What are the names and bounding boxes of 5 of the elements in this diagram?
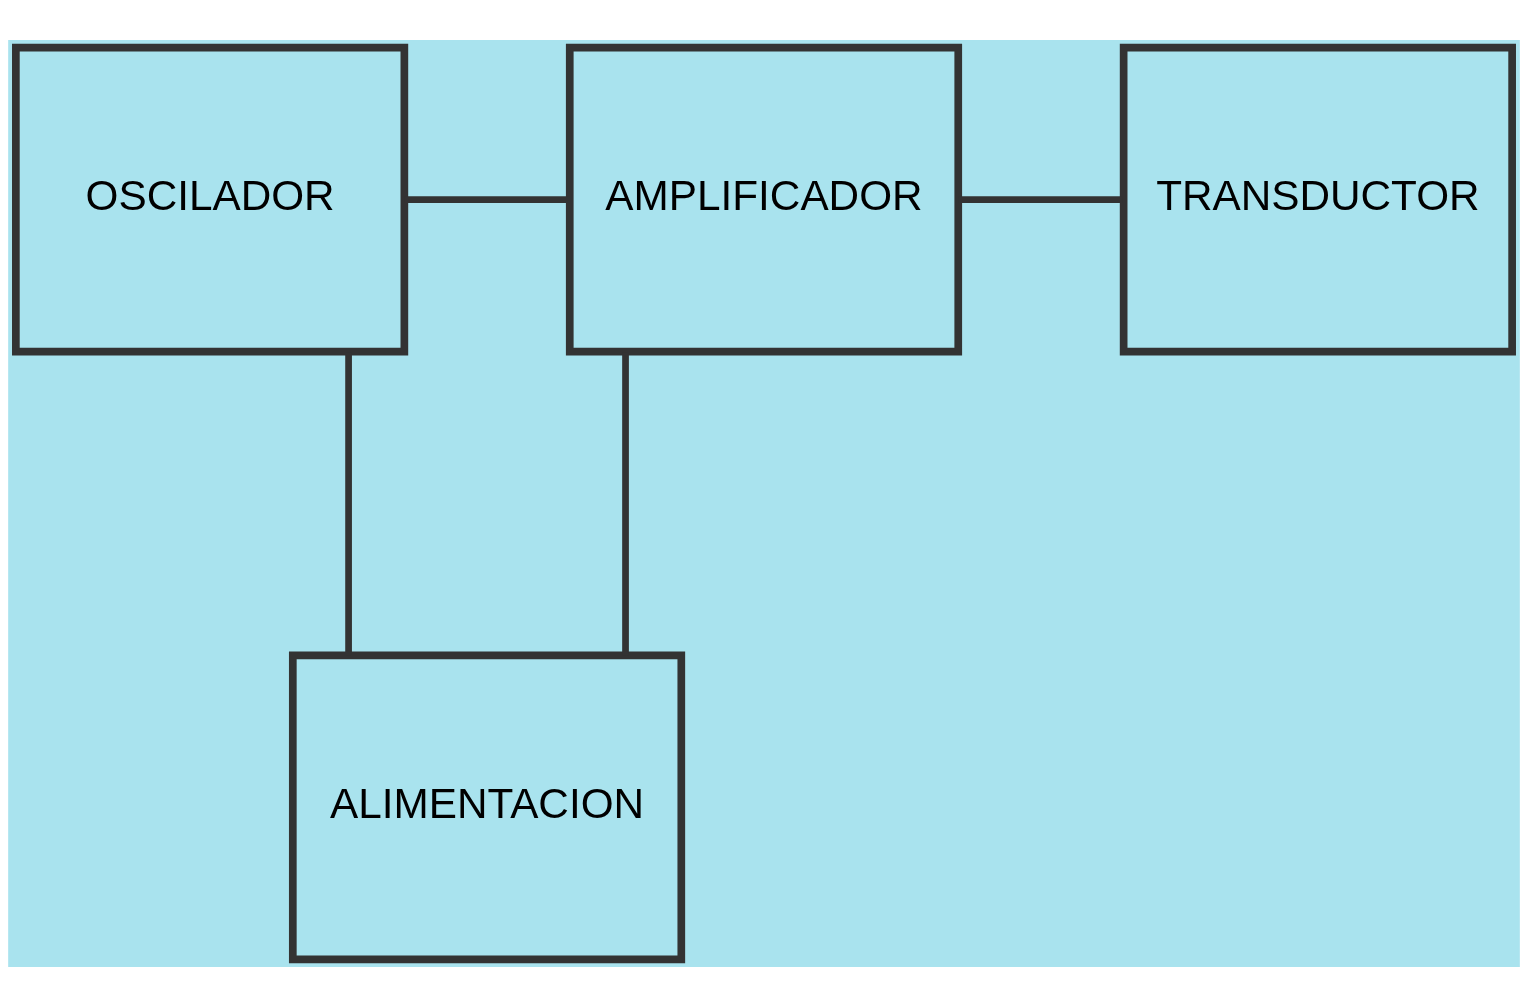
connector: [958, 196, 1123, 203]
node-box: AMPLIFICADOR: [565, 43, 963, 356]
node-box: TRANSDUCTOR: [1119, 43, 1516, 356]
node-box: OSCILADOR: [12, 43, 409, 356]
node-box: ALIMENTACION: [288, 651, 686, 964]
